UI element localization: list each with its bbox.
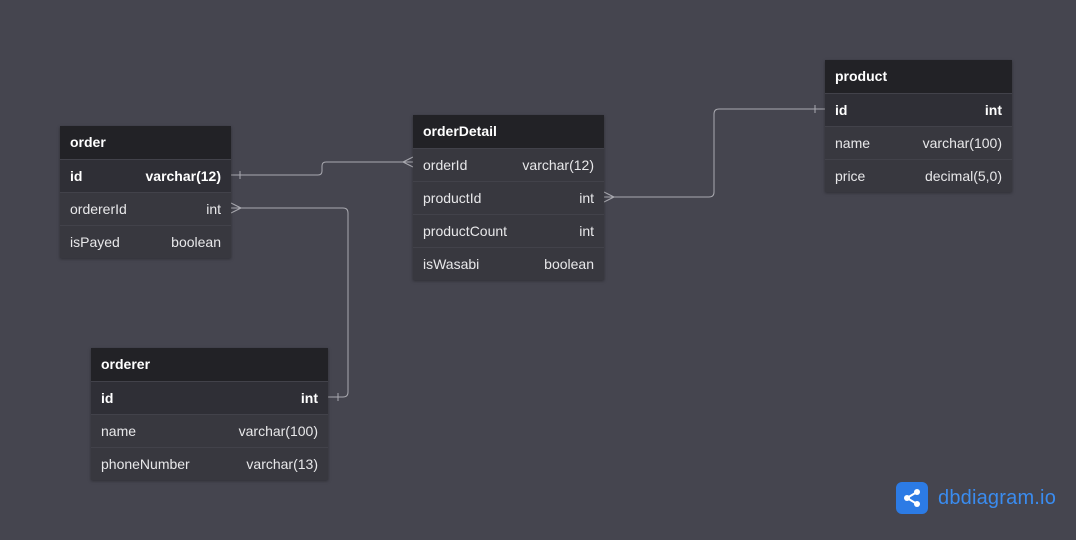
table-header[interactable]: orderer xyxy=(91,348,328,381)
field-type: int xyxy=(984,102,1002,118)
table-header[interactable]: order xyxy=(60,126,231,159)
table-orderdetail[interactable]: orderDetail orderId varchar(12) productId i… xyxy=(413,115,604,280)
field-name: orderId xyxy=(423,157,468,173)
field-name: id xyxy=(835,102,848,118)
field-type: int xyxy=(579,190,594,206)
field-name: id xyxy=(101,390,114,406)
field-row[interactable]: name varchar(100) xyxy=(825,126,1012,159)
table-product[interactable]: product id int name varchar(100) price decima… xyxy=(825,60,1012,192)
field-type: varchar(100) xyxy=(238,423,318,439)
field-name: isPayed xyxy=(70,234,120,250)
field-type: int xyxy=(579,223,594,239)
field-row[interactable]: name varchar(100) xyxy=(91,414,328,447)
field-name: phoneNumber xyxy=(101,456,190,472)
field-type: varchar(100) xyxy=(922,135,1002,151)
many-marker xyxy=(402,156,414,168)
field-name: price xyxy=(835,168,866,184)
field-row[interactable]: id int xyxy=(91,381,328,414)
relation-orderdetail-product[interactable] xyxy=(603,105,825,203)
brand-name: dbdiagram.io xyxy=(938,486,1057,509)
field-name: isWasabi xyxy=(423,256,480,272)
table-orderer[interactable]: orderer id int name varchar(100) phoneNumber… xyxy=(91,348,328,480)
field-row[interactable]: orderId varchar(12) xyxy=(413,148,604,181)
table-header[interactable]: product xyxy=(825,60,1012,93)
field-row[interactable]: phoneNumber varchar(13) xyxy=(91,447,328,480)
field-row[interactable]: id varchar(12) xyxy=(60,159,231,192)
field-name: id xyxy=(70,168,83,184)
field-name: name xyxy=(835,135,871,151)
field-row[interactable]: productCount int xyxy=(413,214,604,247)
field-type: int xyxy=(300,390,318,406)
field-row[interactable]: price decimal(5,0) xyxy=(825,159,1012,192)
field-name: productCount xyxy=(423,223,508,239)
field-name: name xyxy=(101,423,137,439)
dbdiagram-brand[interactable]: dbdiagram.io xyxy=(896,482,1056,514)
field-type: boolean xyxy=(544,256,594,272)
field-row[interactable]: productId int xyxy=(413,181,604,214)
field-row[interactable]: isWasabi boolean xyxy=(413,247,604,280)
field-type: varchar(12) xyxy=(145,168,222,184)
table-order[interactable]: order id varchar(12) ordererId int isPayed bo… xyxy=(60,126,231,258)
relation-order-orderdetail[interactable] xyxy=(231,156,414,179)
field-type: decimal(5,0) xyxy=(924,168,1002,184)
field-type: boolean xyxy=(171,234,221,250)
field-row[interactable]: isPayed boolean xyxy=(60,225,231,258)
many-marker xyxy=(603,191,615,203)
many-marker xyxy=(230,202,242,214)
field-row[interactable]: ordererId int xyxy=(60,192,231,225)
field-type: int xyxy=(206,201,221,217)
share-nodes-icon xyxy=(896,482,928,514)
field-type: varchar(12) xyxy=(522,157,594,173)
field-name: productId xyxy=(423,190,482,206)
field-name: ordererId xyxy=(70,201,127,217)
field-row[interactable]: id int xyxy=(825,93,1012,126)
field-type: varchar(13) xyxy=(246,456,318,472)
table-header[interactable]: orderDetail xyxy=(413,115,604,148)
